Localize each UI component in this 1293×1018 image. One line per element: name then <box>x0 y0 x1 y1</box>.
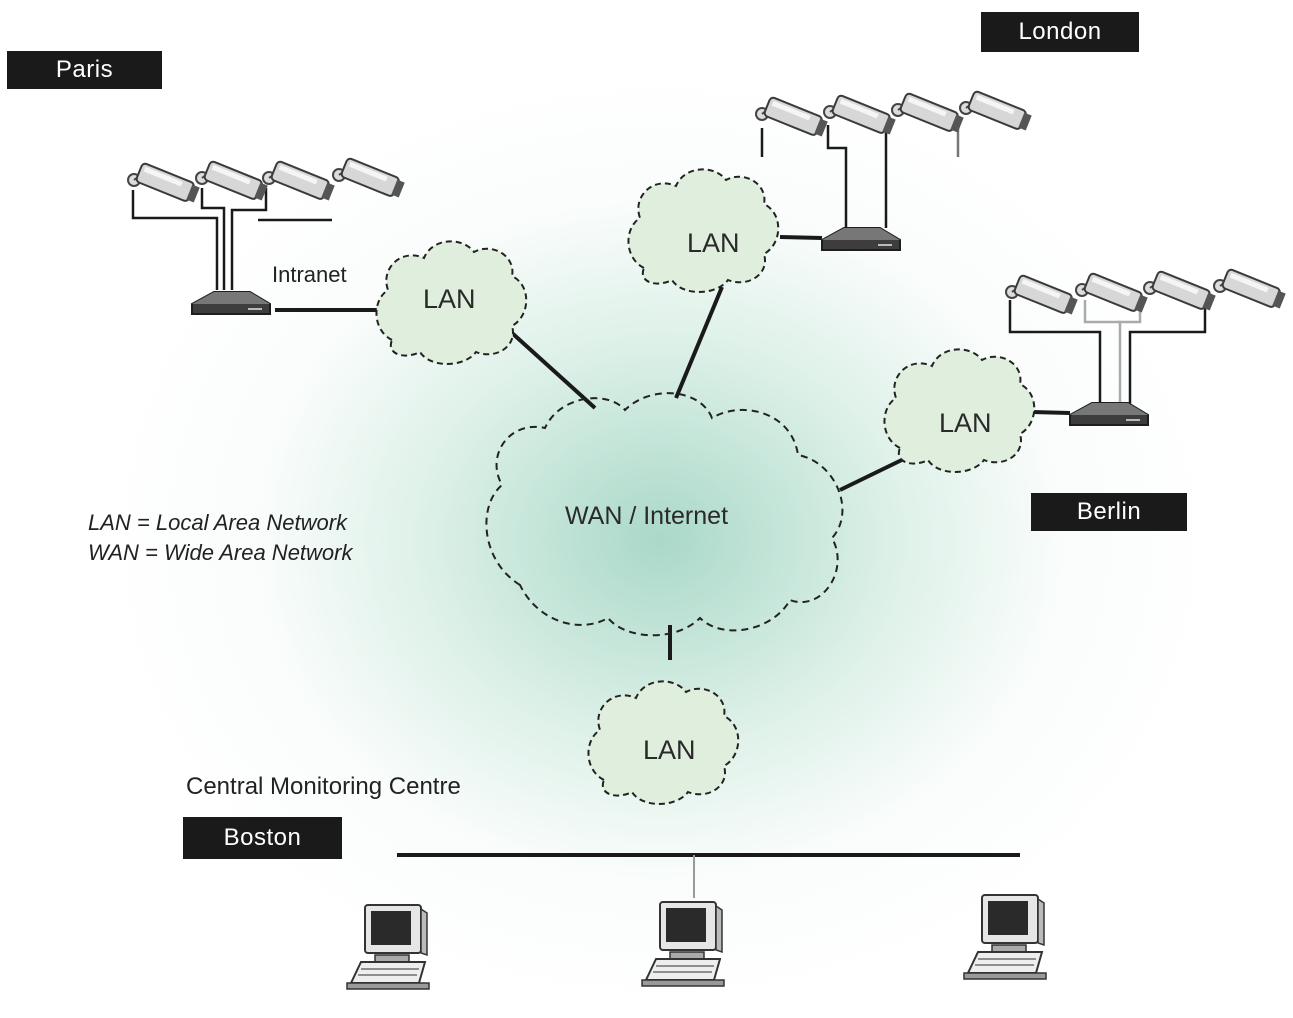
boston-lan-cloud <box>587 680 740 805</box>
camera-icon <box>1143 269 1218 314</box>
london-lan-wan-link <box>674 286 724 399</box>
berlin-camera-group <box>1005 267 1288 318</box>
legend-wan: WAN = Wide Area Network <box>88 540 353 565</box>
legend: LAN = Local Area Network WAN = Wide Area… <box>88 508 353 568</box>
london-lan-label: LAN <box>687 228 740 258</box>
camera-icon <box>332 156 407 201</box>
camera-icon <box>1075 271 1150 316</box>
workstation-icon <box>346 904 430 990</box>
wan-label: WAN / Internet <box>565 502 729 530</box>
london-camera-wiring <box>760 125 960 228</box>
workstation-icon <box>641 901 725 987</box>
camera-icon <box>959 89 1034 134</box>
berlin-lan-cloud <box>883 348 1036 473</box>
berlin-lan-router-link <box>1031 410 1071 415</box>
boston-tag: Boston <box>183 817 342 859</box>
wan-internet-cloud <box>485 392 844 637</box>
berlin-camera-wiring <box>1008 300 1207 405</box>
paris-tag: Paris <box>7 51 162 89</box>
camera-icon <box>1005 273 1080 318</box>
london-camera-group <box>755 89 1034 140</box>
camera-icon <box>1213 267 1288 312</box>
berlin-router-icon <box>1069 402 1149 426</box>
camera-icon <box>755 95 830 140</box>
camera-icon <box>195 159 270 204</box>
legend-lan: LAN = Local Area Network <box>88 510 348 535</box>
workstation-icon <box>963 894 1047 980</box>
monitoring-centre-label: Central Monitoring Centre <box>186 773 461 800</box>
camera-icon <box>127 161 202 206</box>
paris-camera-wiring <box>131 188 332 290</box>
camera-icon <box>262 159 337 204</box>
paris-lan-cloud <box>375 240 528 365</box>
camera-icon <box>823 93 898 138</box>
london-tag: London <box>981 12 1139 52</box>
paris-lan-wan-link <box>510 331 597 410</box>
camera-icon <box>891 91 966 136</box>
berlin-tag: Berlin <box>1031 493 1187 531</box>
paris-router-icon <box>191 291 271 315</box>
berlin-lan-wan-link <box>839 453 913 492</box>
berlin-lan-label: LAN <box>939 408 992 438</box>
london-router-icon <box>821 227 901 251</box>
boston-lan-label: LAN <box>643 735 696 765</box>
london-lan-cloud <box>627 168 780 293</box>
london-lan-router-link <box>779 235 823 240</box>
intranet-label: Intranet <box>272 262 347 287</box>
connection-lines <box>275 235 1071 857</box>
paris-lan-label: LAN <box>423 284 476 314</box>
